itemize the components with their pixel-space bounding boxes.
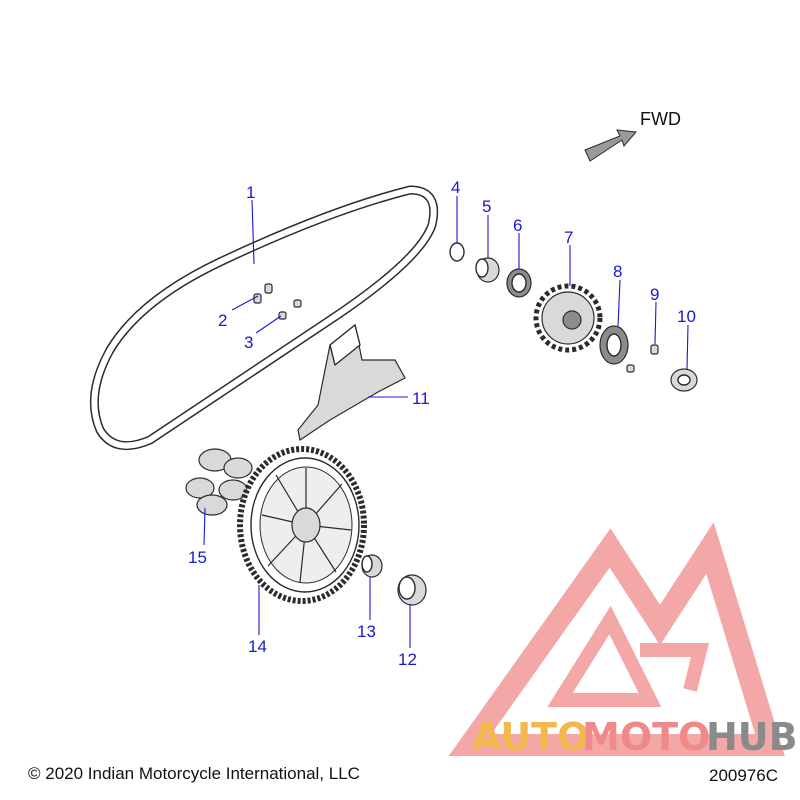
watermark-text: AUTO MOTO HUB — [472, 715, 798, 759]
front-pulley — [533, 283, 603, 353]
callout-5: 5 — [482, 197, 491, 216]
callout-1: 1 — [246, 183, 255, 202]
callout-12: 12 — [398, 650, 417, 669]
bearing — [397, 574, 427, 606]
nut — [670, 368, 698, 392]
small-screws — [626, 344, 659, 373]
rear-pulley — [237, 446, 367, 604]
belt-guard — [297, 323, 406, 441]
callout-6: 6 — [513, 216, 522, 235]
callout-11: 11 — [412, 389, 430, 408]
callout-8: 8 — [613, 262, 622, 281]
watermark-hub: HUB — [706, 715, 798, 759]
callout-10: 10 — [677, 307, 696, 326]
fwd-arrow: FWD — [584, 109, 681, 162]
callout-15: 15 — [188, 548, 207, 567]
callout-14: 14 — [248, 637, 267, 656]
callout-9: 9 — [650, 285, 659, 304]
spacer — [361, 554, 383, 578]
lock-plate — [599, 325, 629, 365]
callout-leaders — [203, 196, 689, 648]
callout-7: 7 — [564, 228, 573, 247]
copyright-notice: © 2020 Indian Motorcycle International, … — [28, 764, 360, 783]
watermark-logo — [448, 522, 785, 756]
seal — [506, 268, 532, 298]
callout-3: 3 — [244, 333, 253, 352]
cushion-dampers — [185, 448, 253, 516]
callout-13: 13 — [357, 622, 376, 641]
figure-id: 200976C — [708, 766, 778, 785]
callout-numbers: 1 2 3 4 5 6 7 8 9 10 11 12 13 14 15 — [188, 178, 696, 669]
small-bolts — [253, 283, 302, 320]
drive-belt — [89, 185, 439, 451]
callout-4: 4 — [451, 178, 460, 197]
washer — [449, 242, 465, 262]
watermark-moto: MOTO — [582, 715, 710, 759]
fwd-label: FWD — [640, 109, 681, 129]
callout-2: 2 — [218, 311, 227, 330]
watermark-auto: AUTO — [472, 715, 589, 759]
bushing — [475, 257, 500, 283]
